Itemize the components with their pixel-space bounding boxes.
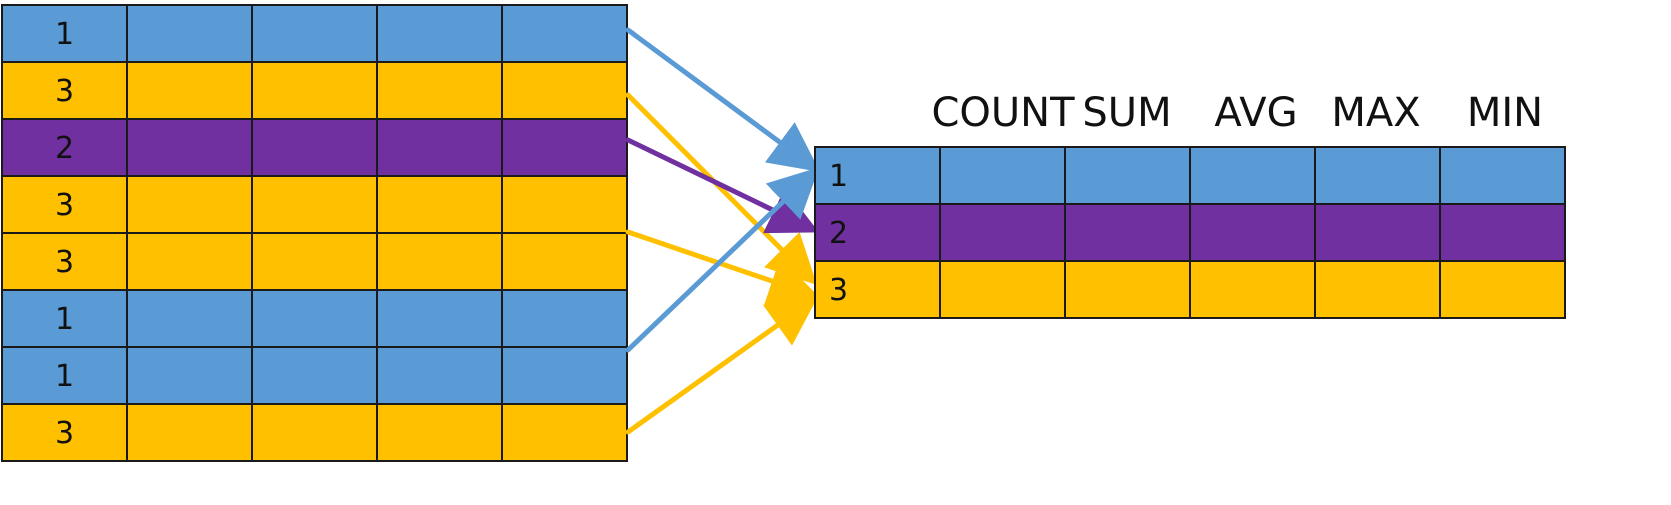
source-cell <box>126 289 253 348</box>
source-row: 3 <box>1 61 628 120</box>
source-row: 1 <box>1 4 628 63</box>
source-cell <box>251 4 378 63</box>
source-cell <box>501 118 628 177</box>
result-cell <box>814 146 941 205</box>
source-row: 3 <box>1 232 628 291</box>
source-cell <box>501 175 628 234</box>
result-cell <box>1064 146 1191 205</box>
source-cell <box>126 346 253 405</box>
source-cell <box>126 403 253 462</box>
source-cell <box>126 175 253 234</box>
source-row-key: 2 <box>55 131 74 166</box>
source-cell <box>376 175 503 234</box>
source-cell <box>1 289 128 348</box>
source-cell <box>126 118 253 177</box>
source-cell <box>251 403 378 462</box>
result-row: 1 <box>814 146 1566 205</box>
source-row-key: 1 <box>55 359 74 394</box>
result-cell <box>1189 203 1316 262</box>
source-cell <box>501 289 628 348</box>
arrow-gold <box>625 296 819 435</box>
column-header-max: MAX <box>1331 90 1420 136</box>
source-cell <box>376 61 503 120</box>
result-row-key: 3 <box>829 273 848 308</box>
result-cell <box>814 203 941 262</box>
result-cell <box>1189 260 1316 319</box>
source-row: 3 <box>1 175 628 234</box>
source-cell <box>251 232 378 291</box>
source-cell <box>1 4 128 63</box>
grouping-arrows <box>625 27 821 435</box>
source-cell <box>251 175 378 234</box>
source-cell <box>251 346 378 405</box>
source-row: 1 <box>1 346 628 405</box>
source-cell <box>376 346 503 405</box>
column-header-min: MIN <box>1467 90 1543 136</box>
result-cell <box>1314 203 1441 262</box>
source-cell <box>501 232 628 291</box>
source-row-key: 1 <box>55 302 74 337</box>
result-row-key: 1 <box>829 159 848 194</box>
result-cell <box>1439 260 1566 319</box>
source-row: 1 <box>1 289 628 348</box>
arrow-blue <box>625 167 820 353</box>
source-row: 3 <box>1 403 628 462</box>
result-cell <box>814 260 941 319</box>
source-row-key: 3 <box>55 416 74 451</box>
result-cell <box>939 260 1066 319</box>
source-cell <box>251 61 378 120</box>
source-cell <box>501 61 628 120</box>
source-cell <box>251 289 378 348</box>
result-row: 3 <box>814 260 1566 319</box>
result-row: 2 <box>814 203 1566 262</box>
source-table: 1 3 2 3 3 1 1 3 <box>1 4 628 462</box>
arrow-purple <box>625 137 820 234</box>
source-cell <box>1 61 128 120</box>
source-cell <box>251 118 378 177</box>
column-header-count: COUNT <box>931 90 1075 136</box>
source-cell <box>376 289 503 348</box>
result-cell <box>1314 260 1441 319</box>
source-cell <box>376 403 503 462</box>
source-cell <box>126 4 253 63</box>
result-row-key: 2 <box>829 216 848 251</box>
source-cell <box>376 118 503 177</box>
source-row-key: 3 <box>55 188 74 223</box>
source-cell <box>376 232 503 291</box>
result-table: 1 2 3 <box>814 146 1566 319</box>
source-cell <box>126 61 253 120</box>
result-cell <box>939 146 1066 205</box>
result-cell <box>1064 203 1191 262</box>
result-cell <box>1064 260 1191 319</box>
result-cell <box>1314 146 1441 205</box>
result-cell <box>939 203 1066 262</box>
source-row-key: 1 <box>55 17 74 52</box>
result-cell <box>1439 146 1566 205</box>
source-cell <box>376 4 503 63</box>
source-row-key: 3 <box>55 74 74 109</box>
source-row-key: 3 <box>55 245 74 280</box>
source-cell <box>501 346 628 405</box>
arrow-blue <box>625 27 821 172</box>
source-cell <box>501 403 628 462</box>
source-cell <box>1 403 128 462</box>
result-cell <box>1439 203 1566 262</box>
source-row: 2 <box>1 118 628 177</box>
source-cell <box>126 232 253 291</box>
result-cell <box>1189 146 1316 205</box>
column-header-avg: AVG <box>1214 90 1297 136</box>
column-header-sum: SUM <box>1082 90 1171 136</box>
source-cell <box>501 4 628 63</box>
